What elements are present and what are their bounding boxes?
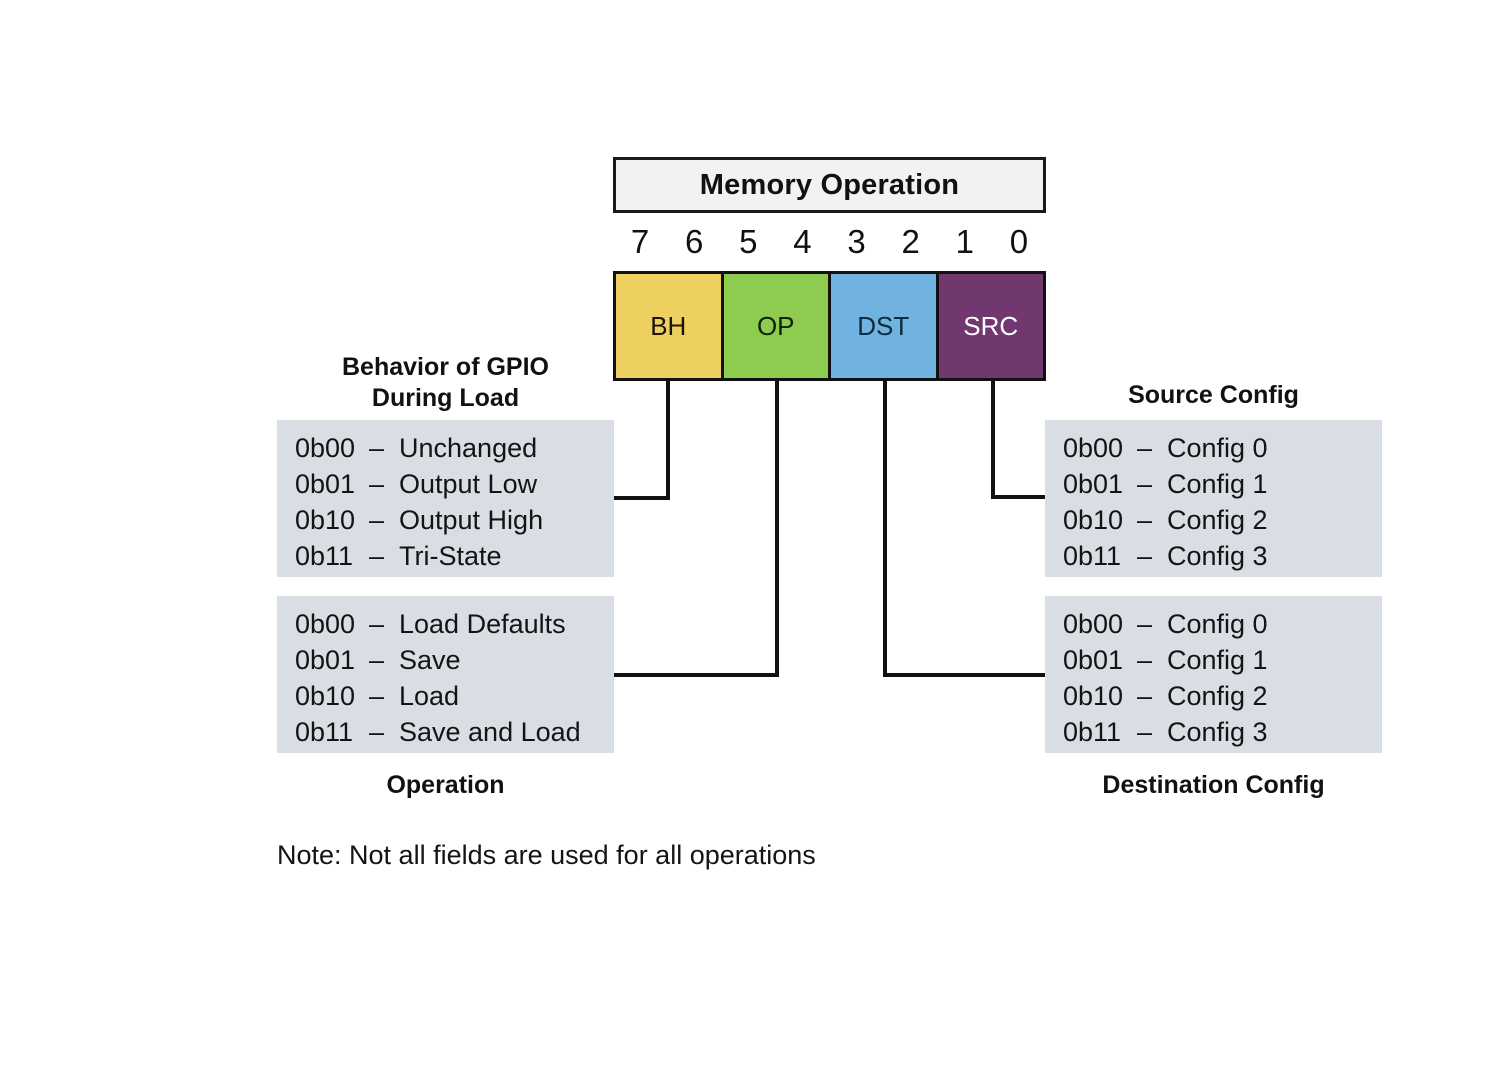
value-dash: – (369, 609, 385, 639)
list-item: 0b00–Config 0 (1045, 606, 1382, 642)
panel-behavior-of-gpio-during-load: 0b00–Unchanged 0b01–Output Low 0b10–Outp… (277, 420, 614, 577)
value-dash: – (1137, 681, 1153, 711)
bitfield-row: BH OP DST SRC (613, 271, 1046, 381)
panel-operation: 0b00–Load Defaults 0b01–Save 0b10–Load 0… (277, 596, 614, 753)
list-item: 0b10–Config 2 (1045, 678, 1382, 714)
panel-source-config: 0b00–Config 0 0b01–Config 1 0b10–Config … (1045, 420, 1382, 577)
list-item: 0b01–Save (277, 642, 614, 678)
value-code: 0b10 (1063, 505, 1124, 535)
value-code: 0b01 (295, 469, 356, 499)
value-label: Config 2 (1167, 505, 1268, 535)
value-dash: – (1137, 609, 1153, 639)
bit-number-1: 1 (955, 223, 974, 260)
bit-number-4: 4 (793, 223, 812, 260)
list-item: 0b10–Output High (277, 502, 614, 538)
value-code: 0b00 (295, 609, 356, 639)
value-dash: – (1137, 469, 1153, 499)
value-code: 0b01 (1063, 469, 1124, 499)
value-label: Tri-State (399, 541, 502, 571)
field-label-dst: DST (857, 310, 910, 341)
value-code: 0b00 (1063, 609, 1124, 639)
value-code: 0b11 (1063, 717, 1122, 747)
value-label: Save and Load (399, 717, 581, 747)
list-item: 0b11–Config 3 (1045, 714, 1382, 750)
value-code: 0b10 (295, 681, 356, 711)
list-item: 0b01–Output Low (277, 466, 614, 502)
value-label: Load Defaults (399, 609, 566, 639)
field-cell-op[interactable]: OP (723, 274, 831, 378)
value-label: Unchanged (399, 433, 538, 463)
value-dash: – (369, 645, 385, 675)
caption-behavior-of-gpio: Behavior of GPIO During Load (277, 352, 614, 414)
caption-operation: Operation (386, 771, 505, 799)
field-label-src: SRC (963, 310, 1019, 341)
value-dash: – (369, 681, 385, 711)
value-dash: – (369, 541, 385, 571)
value-code: 0b00 (1063, 433, 1124, 463)
list-item: 0b11–Tri-State (277, 538, 614, 574)
caption-bh-line2: During Load (371, 384, 520, 412)
value-dash: – (369, 505, 385, 535)
bit-number-3: 3 (847, 223, 866, 260)
value-code: 0b11 (1063, 541, 1122, 571)
field-label-op: OP (756, 310, 795, 341)
value-code: 0b10 (295, 505, 356, 535)
bit-number-0: 0 (1009, 223, 1029, 260)
value-code: 0b11 (295, 717, 354, 747)
footnote: Note: Not all fields are used for all op… (277, 840, 816, 870)
connector-src (991, 381, 1046, 499)
field-cell-src[interactable]: SRC (938, 274, 1043, 378)
connector-op (614, 381, 779, 677)
connector-dst (883, 381, 1046, 677)
value-label: Config 3 (1167, 717, 1268, 747)
value-code: 0b01 (1063, 645, 1124, 675)
bit-number-7: 7 (630, 223, 650, 260)
caption-bh-line1: Behavior of GPIO (342, 353, 549, 381)
list-item: 0b00–Unchanged (277, 430, 614, 466)
value-dash: – (369, 433, 385, 463)
value-label: Config 2 (1167, 681, 1268, 711)
connector-bh (614, 381, 670, 500)
value-code: 0b01 (295, 645, 356, 675)
bit-number-row: 7 6 5 4 3 2 1 0 (613, 222, 1046, 264)
value-label: Load (399, 681, 460, 711)
list-item: 0b00–Load Defaults (277, 606, 614, 642)
list-item: 0b10–Load (277, 678, 614, 714)
memory-operation-header: Memory Operation (613, 157, 1046, 213)
value-dash: – (1137, 433, 1153, 463)
value-label: Save (399, 645, 461, 675)
value-dash: – (1137, 717, 1153, 747)
page-title: Memory Operation (699, 168, 960, 201)
list-item: 0b10–Config 2 (1045, 502, 1382, 538)
value-label: Output High (399, 505, 544, 535)
value-code: 0b10 (1063, 681, 1124, 711)
bit-number-6: 6 (685, 223, 704, 260)
field-label-bh: BH (650, 310, 687, 341)
value-code: 0b11 (295, 541, 354, 571)
list-item: 0b11–Save and Load (277, 714, 614, 750)
value-label: Config 1 (1167, 469, 1268, 499)
list-item: 0b00–Config 0 (1045, 430, 1382, 466)
value-dash: – (1137, 541, 1153, 571)
list-item: 0b01–Config 1 (1045, 466, 1382, 502)
value-dash: – (369, 469, 385, 499)
value-code: 0b00 (295, 433, 356, 463)
caption-source-config: Source Config (1128, 381, 1299, 409)
value-label: Config 3 (1167, 541, 1268, 571)
value-dash: – (1137, 645, 1153, 675)
value-label: Config 0 (1167, 433, 1268, 463)
value-dash: – (369, 717, 385, 747)
field-cell-bh[interactable]: BH (616, 274, 724, 378)
bit-number-2: 2 (901, 223, 920, 260)
value-label: Config 0 (1167, 609, 1268, 639)
panel-destination-config: 0b00–Config 0 0b01–Config 1 0b10–Config … (1045, 596, 1382, 753)
bit-number-5: 5 (739, 223, 758, 260)
value-dash: – (1137, 505, 1153, 535)
list-item: 0b11–Config 3 (1045, 538, 1382, 574)
value-label: Output Low (399, 469, 538, 499)
value-label: Config 1 (1167, 645, 1268, 675)
list-item: 0b01–Config 1 (1045, 642, 1382, 678)
field-cell-dst[interactable]: DST (831, 274, 939, 378)
caption-destination-config: Destination Config (1102, 771, 1325, 799)
